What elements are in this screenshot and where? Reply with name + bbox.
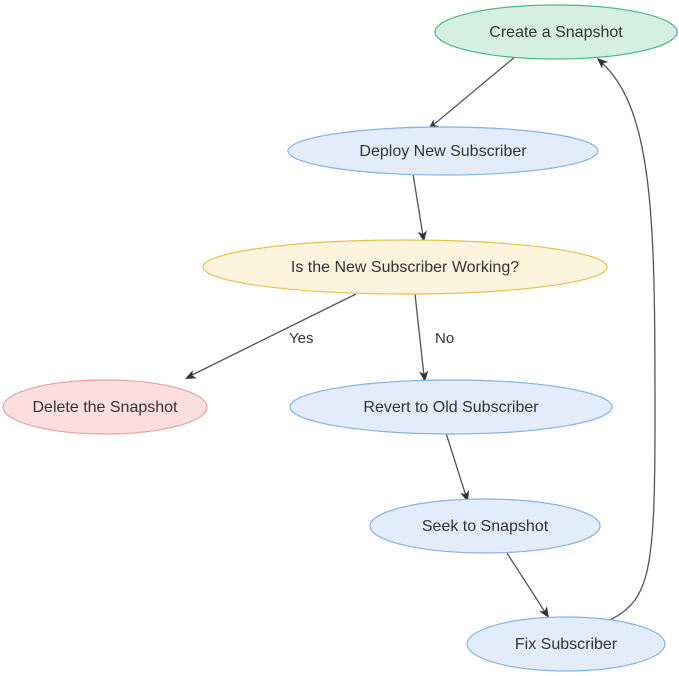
node-label: Create a Snapshot xyxy=(489,24,623,41)
edge-deploy-new-subscriber-to-is-new-subscriber-working xyxy=(412,173,427,242)
edge-line xyxy=(445,432,467,497)
edge-revert-to-old-subscriber-to-seek-to-snapshot xyxy=(445,432,469,502)
node-is-new-subscriber-working[interactable]: Is the New Subscriber Working? xyxy=(202,239,608,295)
node-label: Is the New Subscriber Working? xyxy=(291,259,519,276)
node-label: Fix Subscriber xyxy=(515,636,618,653)
node-shape[interactable] xyxy=(434,4,678,60)
edge-seek-to-snapshot-to-fix-subscriber xyxy=(504,549,549,618)
node-label: Seek to Snapshot xyxy=(422,518,549,535)
edge-label-yes: Yes xyxy=(289,330,313,347)
arrow-head-icon xyxy=(419,370,429,382)
edge-is-new-subscriber-working-to-delete-the-snapshot xyxy=(185,293,357,379)
edge-line xyxy=(414,293,425,377)
node-delete-the-snapshot[interactable]: Delete the Snapshot xyxy=(2,379,208,435)
edge-line xyxy=(504,549,546,613)
arrow-head-icon xyxy=(417,230,427,242)
edge-is-new-subscriber-working-to-revert-to-old-subscriber xyxy=(414,293,429,382)
node-seek-to-snapshot[interactable]: Seek to Snapshot xyxy=(369,498,601,554)
edge-fix-subscriber-to-create-snapshot xyxy=(597,58,656,621)
edge-layer xyxy=(185,55,656,621)
node-label: Revert to Old Subscriber xyxy=(363,399,539,416)
edge-line xyxy=(431,55,517,127)
edge-label-layer: Yes No xyxy=(289,330,454,347)
node-shape[interactable] xyxy=(202,239,608,295)
node-deploy-new-subscriber[interactable]: Deploy New Subscriber xyxy=(287,126,599,176)
node-revert-to-old-subscriber[interactable]: Revert to Old Subscriber xyxy=(289,379,613,435)
node-create-snapshot[interactable]: Create a Snapshot xyxy=(434,4,678,60)
node-label: Delete the Snapshot xyxy=(33,399,179,416)
arrow-head-icon xyxy=(185,370,197,379)
node-shape[interactable] xyxy=(287,126,599,176)
arrow-head-icon xyxy=(597,58,609,69)
node-shape[interactable] xyxy=(466,616,666,672)
edge-line xyxy=(189,293,357,377)
node-fix-subscriber[interactable]: Fix Subscriber xyxy=(466,616,666,672)
edge-line xyxy=(412,173,424,237)
edge-create-snapshot-to-deploy-new-subscriber xyxy=(428,55,517,130)
arrow-head-icon xyxy=(539,606,549,618)
node-shape[interactable] xyxy=(2,379,208,435)
node-shape[interactable] xyxy=(369,498,601,554)
node-shape[interactable] xyxy=(289,379,613,435)
edge-label-no: No xyxy=(435,330,454,347)
node-label: Deploy New Subscriber xyxy=(359,143,527,160)
edge-line xyxy=(600,61,656,621)
